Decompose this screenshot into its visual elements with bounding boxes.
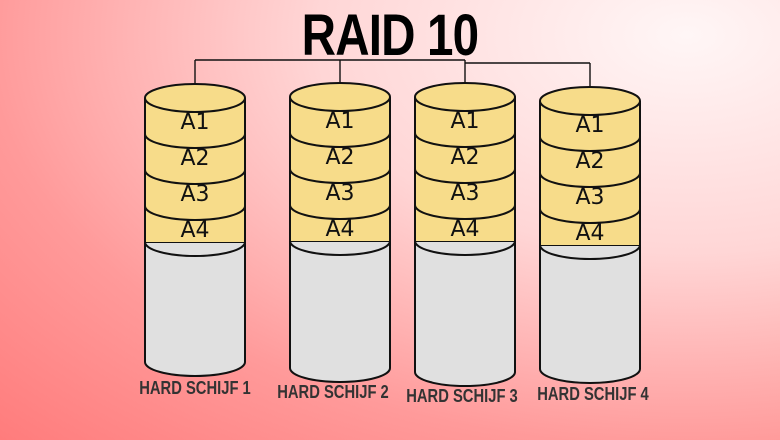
block-separator: [144, 169, 246, 185]
stripe-band: [540, 101, 640, 245]
block-label: A1: [575, 113, 604, 138]
stripe-band: [290, 97, 390, 241]
disk-label-4: HARD SCHIJF 4: [537, 384, 649, 404]
disk-top-cap: [144, 83, 246, 113]
block-separator: [414, 132, 516, 148]
block-label: A3: [325, 181, 354, 206]
stripe-band: [145, 98, 245, 242]
block-label: A3: [450, 181, 479, 206]
disk-label-1: HARD SCHIJF 1: [139, 378, 251, 398]
diagram-title: RAID 10: [301, 3, 479, 68]
block-label: A2: [180, 146, 209, 171]
block-separator: [539, 244, 641, 260]
block-separator: [414, 168, 516, 184]
block-label: A2: [450, 145, 479, 170]
block-separator: [289, 168, 391, 184]
block-label: A4: [325, 217, 354, 242]
block-label: A2: [575, 149, 604, 174]
block-label: A3: [180, 182, 209, 207]
disk-top-cap: [414, 82, 516, 112]
disk-label-3: HARD SCHIJF 3: [406, 386, 518, 406]
block-separator: [414, 240, 516, 256]
block-separator: [539, 208, 641, 224]
block-label: A4: [180, 218, 209, 243]
block-separator: [144, 133, 246, 149]
block-separator: [539, 172, 641, 188]
block-label: A2: [325, 145, 354, 170]
block-separator: [289, 240, 391, 256]
stripe-band: [415, 97, 515, 241]
disk-body: [289, 240, 391, 383]
disk-body: [144, 241, 246, 377]
block-separator: [289, 132, 391, 148]
disk-label-2: HARD SCHIJF 2: [277, 382, 389, 402]
block-label: A4: [575, 221, 604, 246]
block-label: A3: [575, 185, 604, 210]
disk-top-cap: [289, 82, 391, 112]
block-separator: [539, 136, 641, 152]
disk-body: [414, 240, 516, 387]
connector-lines: [194, 59, 591, 90]
block-label: A4: [450, 217, 479, 242]
block-label: A1: [180, 110, 209, 135]
block-separator: [289, 204, 391, 220]
block-label: A1: [325, 109, 354, 134]
block-label: A1: [450, 109, 479, 134]
disk-top-cap: [539, 86, 641, 116]
block-separator: [414, 204, 516, 220]
disk-body: [539, 244, 641, 384]
block-separator: [144, 241, 246, 257]
block-separator: [144, 205, 246, 221]
